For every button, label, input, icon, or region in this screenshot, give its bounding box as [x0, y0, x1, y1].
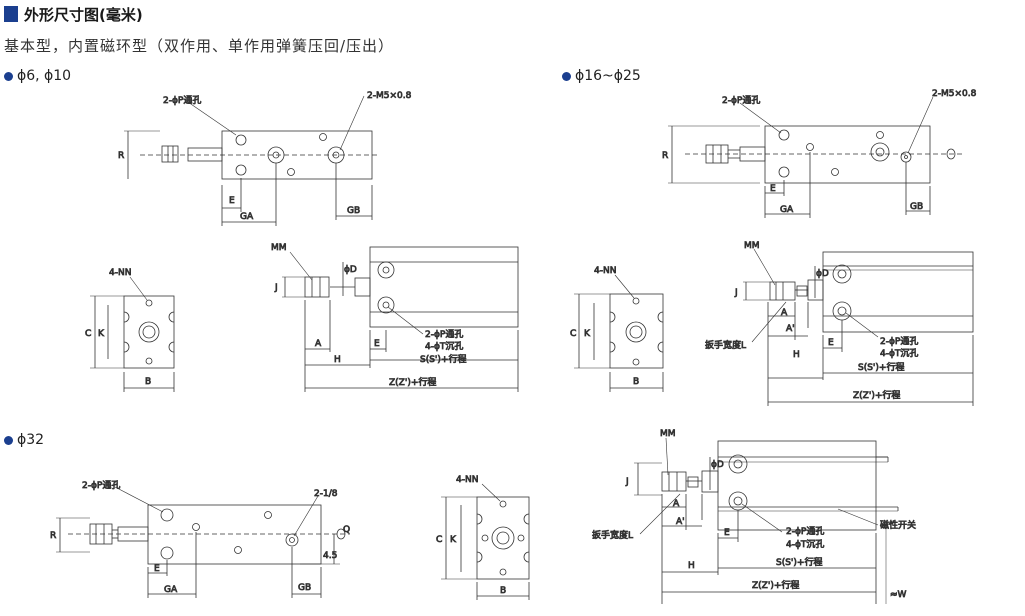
section-header: 外形尺寸图(毫米) — [4, 4, 143, 24]
label-h-2: H — [793, 350, 800, 360]
label-e-side-1: E — [374, 339, 380, 349]
top-view-32 — [56, 486, 350, 598]
label-wrench-3: 扳手宽度L — [592, 529, 633, 541]
label-z-1: Z(Z')+行程 — [389, 376, 436, 388]
label-ga-1: GA — [240, 212, 254, 222]
bullet-icon — [4, 435, 13, 445]
label-phid-1: ϕD — [344, 265, 357, 275]
label-45-3: 4.5 — [323, 551, 337, 561]
side-view-6-10 — [282, 246, 519, 392]
label-b-2: B — [633, 377, 639, 387]
label-mm-1: MM — [271, 243, 287, 253]
label-phid-3: ϕD — [711, 460, 724, 470]
label-j-1: J — [274, 283, 278, 293]
side-view-16-25 — [743, 248, 974, 406]
section-title-16-25: ϕ16~ϕ25 — [562, 68, 641, 84]
label-h-3: H — [688, 561, 695, 571]
label-w-3: ≈W — [890, 590, 907, 600]
label-nn-2: 4-NN — [594, 266, 616, 276]
label-z-3: Z(Z')+行程 — [752, 579, 799, 591]
label-p-hole-1: 2-ϕP通孔 — [163, 95, 201, 106]
label-wrench-2: 扳手宽度L — [705, 339, 746, 351]
label-mm-2: MM — [744, 241, 760, 251]
label-j-2: J — [734, 288, 738, 298]
label-h-1: H — [334, 355, 341, 365]
section-title-32: ϕ32 — [4, 432, 44, 448]
label-gb-3: GB — [298, 583, 311, 593]
label-nn-1: 4-NN — [109, 268, 131, 278]
label-t-hole-1: 4-ϕT沉孔 — [425, 341, 463, 352]
label-ga-2: GA — [780, 205, 794, 215]
label-p-hole-side-1: 2-ϕP通孔 — [425, 329, 463, 340]
bullet-icon — [4, 71, 13, 81]
label-m5-1: 2-M5×0.8 — [367, 91, 412, 101]
label-phid-2: ϕD — [816, 269, 829, 279]
label-s-3: S(S')+行程 — [776, 556, 822, 568]
header-bar — [4, 6, 18, 22]
label-e-side-2: E — [828, 338, 834, 348]
label-mm-3: MM — [660, 429, 676, 439]
label-r-3: R — [50, 531, 56, 541]
end-view-32 — [441, 483, 530, 600]
label-s-2: S(S')+行程 — [858, 361, 904, 373]
label-c-3: C — [436, 535, 442, 545]
label-s-1: S(S')+行程 — [420, 353, 466, 365]
label-q-3: Q — [343, 525, 350, 535]
label-a-1: A — [315, 339, 322, 349]
label-k-1: K — [98, 329, 105, 339]
top-view-6-10 — [124, 95, 380, 226]
label-switch-3: 磁性开关 — [880, 519, 916, 531]
label-k-3: K — [450, 535, 457, 545]
label-r-2: R — [662, 151, 668, 161]
label-e-2: E — [770, 184, 776, 194]
label-p-hole-2: 2-ϕP通孔 — [722, 95, 760, 106]
label-m5-2: 2-M5×0.8 — [932, 89, 977, 99]
label-e-side-3: E — [724, 528, 730, 538]
label-t-hole-3: 4-ϕT沉孔 — [786, 539, 824, 550]
label-a2-2: A' — [786, 324, 795, 334]
label-nn-3: 4-NN — [456, 475, 478, 485]
label-p-hole-side-2: 2-ϕP通孔 — [880, 336, 918, 347]
label-p-hole-side-3: 2-ϕP通孔 — [786, 526, 824, 537]
label-p-hole-3: 2-ϕP通孔 — [82, 480, 120, 491]
label-e-1: E — [229, 196, 235, 206]
label-k-2: K — [584, 329, 591, 339]
top-view-16-25 — [668, 96, 962, 218]
end-view-16-25 — [574, 274, 664, 392]
bullet-icon — [562, 71, 571, 81]
label-gb-1: GB — [347, 206, 360, 216]
label-b-3: B — [500, 586, 506, 596]
section-title-6-10: ϕ6, ϕ10 — [4, 68, 71, 84]
label-c-2: C — [570, 329, 576, 339]
page-subtitle: 基本型，内置磁环型（双作用、单作用弹簧压回/压出） — [4, 37, 395, 55]
label-g18-3: 2-1/8 — [314, 489, 338, 499]
end-view-6-10 — [90, 276, 175, 392]
label-c-1: C — [85, 329, 91, 339]
label-gb-2: GB — [910, 202, 923, 212]
label-a2-3: A' — [676, 517, 685, 527]
label-t-hole-2: 4-ϕT沉孔 — [880, 348, 918, 359]
label-a-3: A — [673, 499, 680, 509]
label-e-3: E — [154, 564, 160, 574]
side-view-32 — [634, 437, 899, 604]
label-r-1: R — [118, 151, 124, 161]
label-j-3: J — [625, 477, 629, 487]
label-ga-3: GA — [164, 585, 178, 595]
label-z-2: Z(Z')+行程 — [853, 389, 900, 401]
page-title: 外形尺寸图(毫米) — [24, 5, 143, 24]
label-b-1: B — [145, 377, 151, 387]
label-a-2: A — [781, 308, 788, 318]
